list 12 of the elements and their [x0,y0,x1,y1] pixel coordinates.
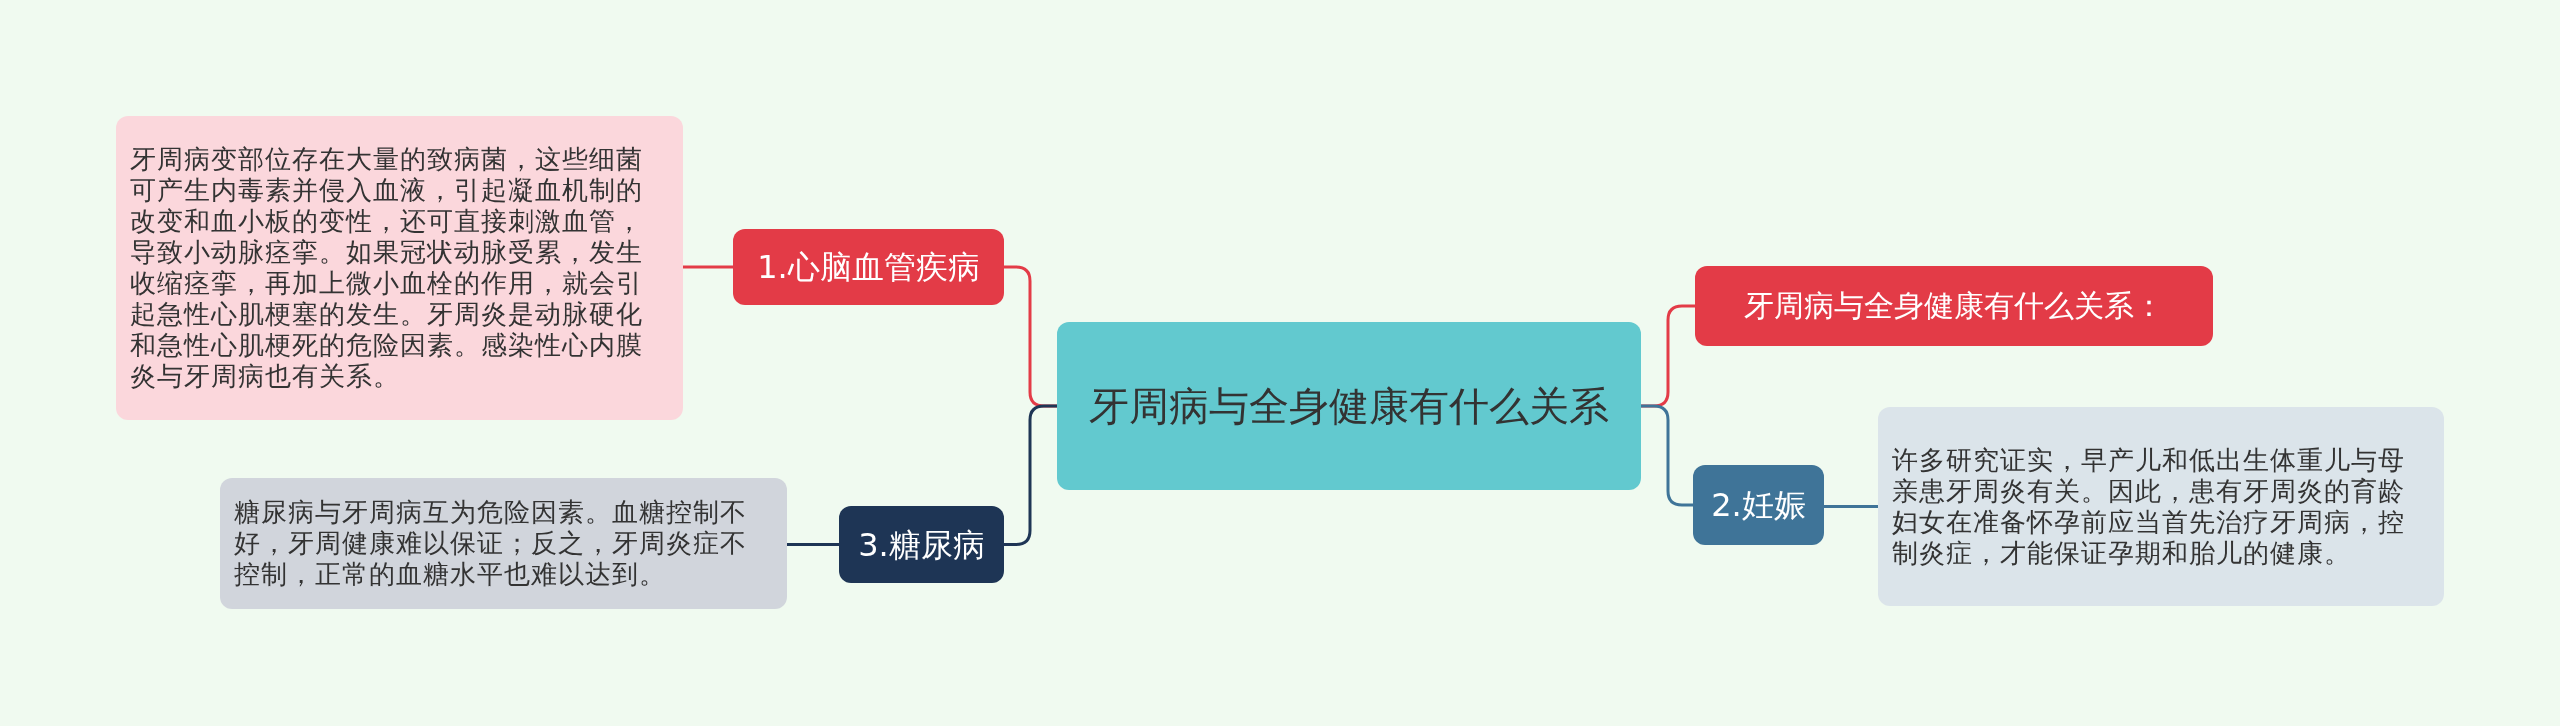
branch-box: 2.妊娠 [1693,465,1824,545]
note-box: 许多研究证实，早产儿和低出生体重儿与母亲患牙周炎有关。因此，患有牙周炎的育龄妇女在准备怀孕前应当首先治疗牙周病，控制炎症，才能保证孕期和胎儿的健康。 [1878,407,2444,606]
connector-line [683,265,733,269]
connector-line [1641,404,1693,507]
note-box: 糖尿病与牙周病互为危险因素。血糖控制不好，牙周健康难以保证；反之，牙周炎症不控制，正常的血糖水平也难以达到。 [220,478,787,609]
connector-line [1824,505,1878,508]
branch-box: 3.糖尿病 [839,506,1004,583]
central-topic-box: 牙周病与全身健康有什么关系 [1057,322,1641,490]
connector-line [787,543,839,546]
note-box: 牙周病变部位存在大量的致病菌，这些细菌可产生内毒素并侵入血液，引起凝血机制的改变和血小板的变性，还可直接刺激血管，导致小动脉痉挛。如果冠状动脉受累，发生收缩痉挛，再加上微小血栓的作用，就会引起急性心肌梗塞的发生。牙周炎是动脉硬化和急性心肌梗死的危险因素。感染性心内膜炎与牙周病也有关系。 [116,116,683,420]
branch-box: 牙周病与全身健康有什么关系： [1695,266,2213,346]
branch-box: 1.心脑血管疾病 [733,229,1004,305]
